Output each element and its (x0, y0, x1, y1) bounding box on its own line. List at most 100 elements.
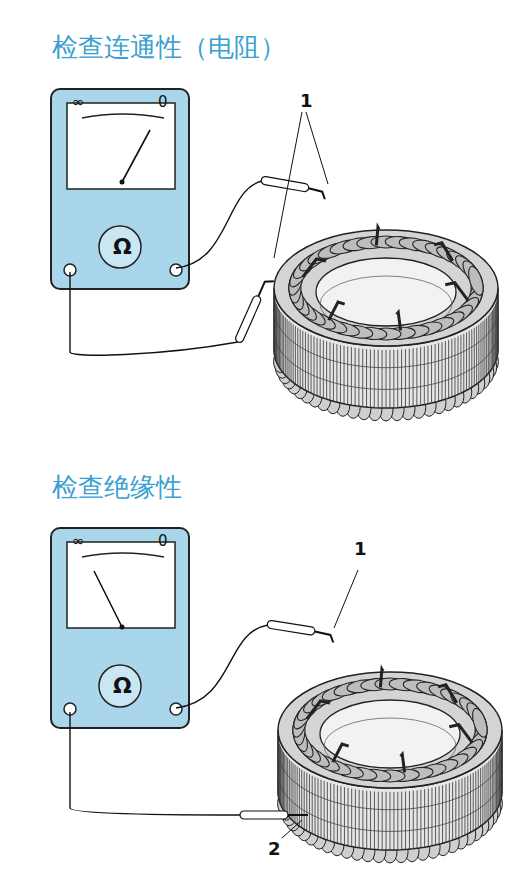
lamination (448, 340, 449, 398)
winding (427, 756, 459, 778)
lamination (320, 339, 321, 397)
winding (402, 678, 434, 695)
scale-mark: ∞ (72, 95, 85, 110)
end-winding (279, 798, 293, 820)
lamination (282, 314, 283, 372)
probe (260, 176, 327, 199)
end-winding (484, 804, 498, 826)
winding (342, 236, 374, 253)
leader-line (274, 112, 302, 258)
lamination (318, 778, 319, 836)
winding (423, 240, 455, 262)
lamination (478, 324, 479, 382)
lamination (370, 349, 371, 407)
winding (411, 237, 443, 256)
lamination (471, 329, 472, 387)
lamination (374, 350, 375, 408)
selector-dial (99, 665, 141, 707)
ohm-symbol: Ω (113, 675, 132, 697)
end-winding (321, 831, 335, 853)
winding (286, 265, 306, 297)
lamination (312, 776, 313, 834)
lamination (281, 748, 282, 806)
lamination (284, 754, 285, 812)
lamination (409, 349, 410, 407)
lamination (463, 334, 464, 392)
winding (297, 247, 328, 274)
winding (463, 728, 489, 760)
winding (456, 736, 486, 766)
probe (234, 276, 273, 345)
end-winding (432, 392, 446, 414)
winding (342, 323, 374, 340)
winding (402, 765, 434, 782)
winding (316, 314, 348, 336)
terminal (170, 703, 182, 715)
end-winding (488, 793, 502, 815)
ohmmeter: ∞0Ω (50, 527, 190, 729)
lamination (424, 347, 425, 405)
end-winding (405, 840, 419, 862)
lamination (382, 350, 383, 408)
leader-line (306, 112, 328, 184)
end-winding (340, 836, 354, 858)
needle-pivot (120, 180, 125, 185)
winding (444, 247, 475, 274)
lamination (393, 350, 394, 408)
end-winding (304, 823, 318, 845)
lamination (333, 343, 334, 401)
end-winding (286, 809, 300, 831)
lamination (279, 744, 280, 802)
winding (398, 323, 430, 340)
lamination (451, 339, 452, 397)
lamination (275, 300, 276, 358)
end-winding (368, 399, 382, 421)
end-winding (475, 814, 489, 836)
end-winding (297, 819, 311, 841)
lamination (330, 342, 331, 400)
winding (438, 685, 470, 709)
winding (310, 685, 342, 709)
end-winding (480, 362, 494, 384)
winding (398, 236, 430, 253)
scale-mark: 0 (158, 95, 168, 110)
end-winding (278, 793, 292, 815)
winding (333, 761, 365, 780)
lamination (446, 784, 447, 842)
lead-end (380, 669, 383, 687)
end-winding (291, 814, 305, 836)
lamination (344, 346, 345, 404)
winding (310, 750, 342, 774)
winding (463, 700, 489, 732)
lamination (476, 326, 477, 384)
lamination (488, 316, 489, 374)
end-winding (426, 836, 440, 858)
winding (289, 273, 301, 303)
end-winding (275, 356, 289, 378)
end-winding (383, 841, 397, 863)
lamination (286, 756, 287, 814)
end-winding (379, 399, 393, 421)
lamination (496, 300, 497, 358)
winding (346, 678, 378, 695)
winding (346, 765, 378, 782)
lamination (280, 312, 281, 370)
lamination (321, 780, 322, 838)
lamination (452, 782, 453, 840)
winding (444, 302, 475, 329)
end-winding (458, 381, 472, 403)
lamination (490, 759, 491, 817)
end-winding (484, 351, 498, 373)
lamination (347, 347, 348, 405)
lamination (445, 341, 446, 399)
lamination (287, 758, 288, 816)
winding (290, 294, 320, 324)
lamination (297, 766, 298, 824)
winding (448, 689, 479, 716)
lamination (486, 763, 487, 821)
lamination (458, 780, 459, 838)
lamination (293, 763, 294, 821)
lamination (291, 323, 292, 381)
winding (385, 235, 416, 249)
lamination (427, 346, 428, 404)
